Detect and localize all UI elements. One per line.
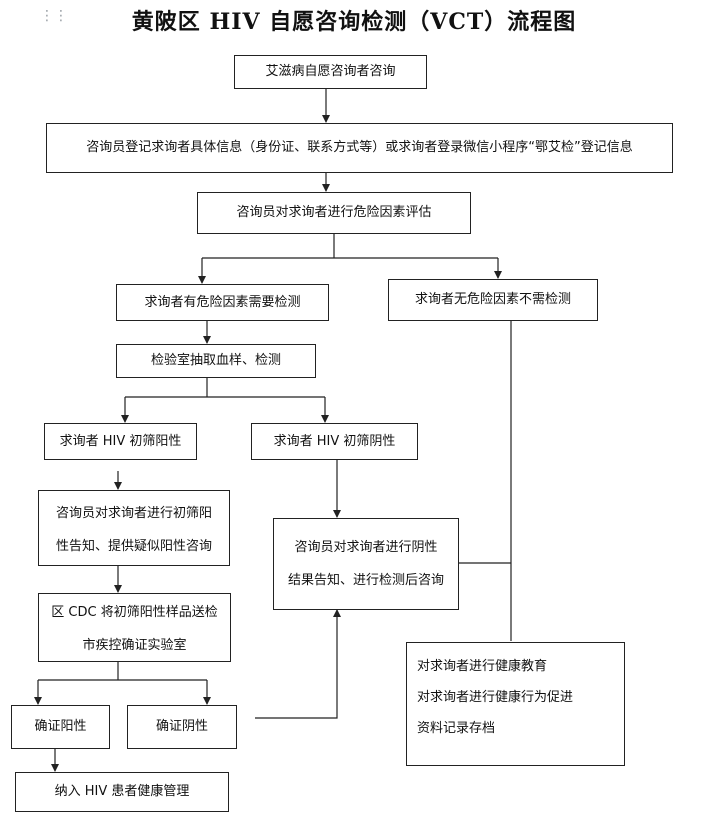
node-cdc: 区 CDC 将初筛阳性样品送检 市疾控确证实验室 [38, 593, 231, 662]
node-education-line: 对求询者进行健康教育 [417, 659, 548, 674]
node-register: 咨询员登记求询者具体信息（身份证、联系方式等）或求询者登录微信小程序“鄂艾检”登… [46, 123, 673, 173]
node-neg-notify: 咨询员对求询者进行阴性 结果告知、进行检测后咨询 [273, 518, 459, 610]
node-education-line: 资料记录存档 [417, 721, 496, 736]
node-manage: 纳入 HIV 患者健康管理 [15, 772, 229, 812]
node-neg-notify-line: 结果告知、进行检测后咨询 [287, 573, 444, 588]
node-neg-notify-line: 咨询员对求询者进行阴性 [294, 540, 438, 555]
node-pos-notify: 咨询员对求询者进行初筛阳 性告知、提供疑似阳性咨询 [38, 490, 230, 566]
arrow-confirm-neg-to-notify [255, 609, 341, 719]
node-confirm-neg: 确证阴性 [127, 705, 237, 749]
node-has-risk: 求询者有危险因素需要检测 [116, 284, 329, 321]
node-start: 艾滋病自愿咨询者咨询 [234, 55, 427, 89]
node-lab: 检验室抽取血样、检测 [116, 344, 316, 378]
node-no-risk: 求询者无危险因素不需检测 [388, 279, 598, 321]
node-pos-notify-line: 性告知、提供疑似阳性咨询 [55, 539, 212, 554]
node-negative: 求询者 HIV 初筛阴性 [251, 423, 418, 460]
node-confirm-pos: 确证阳性 [11, 705, 110, 749]
node-cdc-line: 市疾控确证实验室 [82, 638, 187, 653]
node-pos-notify-line: 咨询员对求询者进行初筛阳 [55, 506, 212, 521]
node-risk-eval: 咨询员对求询者进行危险因素评估 [197, 192, 471, 234]
node-cdc-line: 区 CDC 将初筛阳性样品送检 [51, 605, 218, 620]
page-title: 黄陂区 HIV 自愿咨询检测（VCT）流程图 [131, 9, 577, 35]
node-education: 对求询者进行健康教育 对求询者进行健康行为促进 资料记录存档 [406, 642, 625, 766]
node-education-line: 对求询者进行健康行为促进 [417, 690, 574, 705]
node-positive: 求询者 HIV 初筛阳性 [44, 423, 197, 460]
drag-handle-icon[interactable]: ⋮⋮ [40, 8, 68, 24]
